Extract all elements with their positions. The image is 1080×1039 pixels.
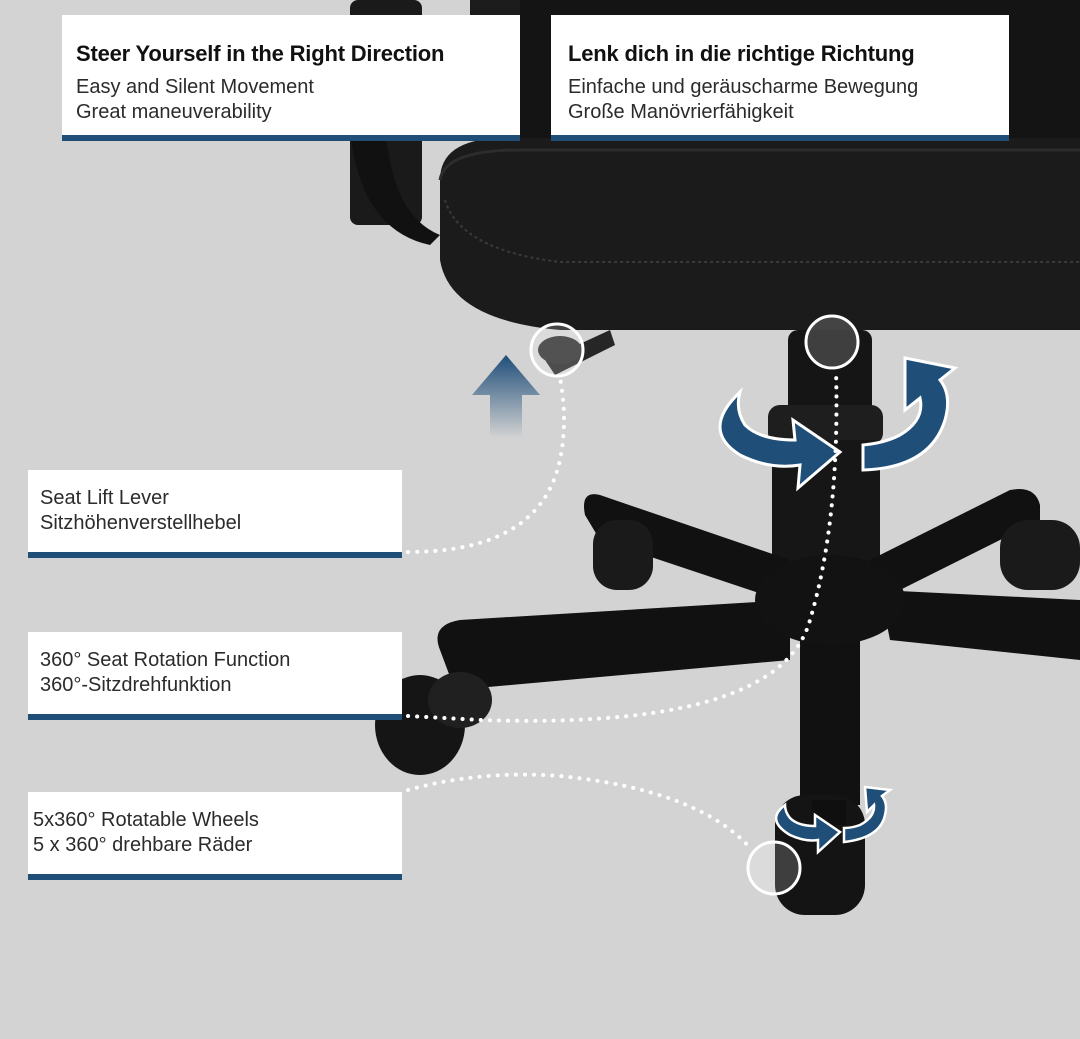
lever-highlight-circle — [529, 322, 585, 378]
up-arrow-icon — [472, 355, 540, 438]
leader-lines — [406, 368, 839, 852]
rotation-leader-line — [406, 368, 839, 723]
card-title: Steer Yourself in the Right Direction — [76, 41, 445, 66]
card-line: Einfache und geräuscharme Bewegung — [568, 76, 919, 98]
callout-line: 360°-Sitzdrehfunktion — [40, 674, 232, 696]
callout-line: Seat Lift Lever — [40, 487, 169, 509]
seat-lift-lever — [538, 330, 615, 375]
wheel-highlight-circle — [746, 840, 802, 896]
highlight-circles — [529, 314, 860, 896]
callout-line: 5 x 360° drehbare Räder — [33, 834, 253, 856]
feature-card-english: Steer Yourself in the Right Direction Ea… — [62, 15, 520, 141]
callout-line: 360° Seat Rotation Function — [40, 649, 291, 671]
cylinder-highlight-circle — [804, 314, 860, 370]
lever-leader-line — [406, 376, 566, 554]
callout-seat-lift-lever: Seat Lift Lever Sitzhöhenverstellhebel — [28, 470, 402, 558]
card-title: Lenk dich in die richtige Richtung — [568, 41, 915, 66]
callout-rotatable-wheels: 5x360° Rotatable Wheels 5 x 360° drehbar… — [28, 792, 402, 880]
wheel-rotation-arrows-icon — [775, 785, 894, 855]
callout-line: 5x360° Rotatable Wheels — [33, 809, 259, 831]
chair-base — [437, 489, 1080, 805]
card-line: Große Manövrierfähigkeit — [568, 101, 794, 123]
wheel-leader-line — [406, 772, 754, 852]
rotation-arrows-icon — [718, 356, 959, 492]
chair-seat — [438, 138, 1080, 330]
callout-seat-rotation: 360° Seat Rotation Function 360°-Sitzdre… — [28, 632, 402, 720]
feature-card-german: Lenk dich in die richtige Richtung Einfa… — [551, 15, 1009, 141]
card-line: Great maneuverability — [76, 101, 272, 123]
card-line: Easy and Silent Movement — [76, 76, 314, 98]
callout-line: Sitzhöhenverstellhebel — [40, 512, 242, 534]
